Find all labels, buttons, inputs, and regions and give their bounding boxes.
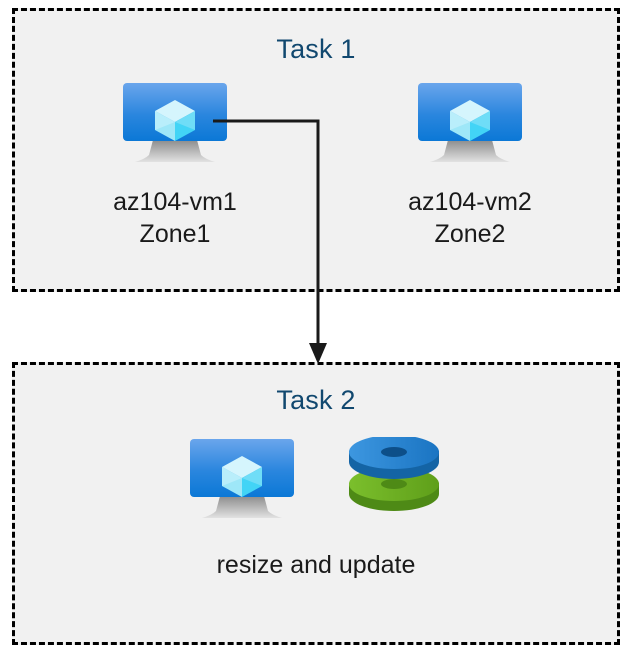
virtual-machine-icon — [123, 83, 227, 168]
task-2-icon-row — [15, 437, 617, 525]
task-2-title: Task 2 — [276, 385, 356, 415]
node-caption: az104-vm1 Zone1 — [113, 188, 237, 248]
node-az104-vm2[interactable]: az104-vm2 Zone2 — [370, 83, 570, 250]
virtual-machine-icon — [418, 83, 522, 168]
task-1-panel: Task 1 — [12, 8, 620, 292]
node-az104-vm1[interactable]: az104-vm1 Zone1 — [75, 83, 275, 250]
task-2-panel: Task 2 — [12, 362, 620, 645]
virtual-machine-icon[interactable] — [190, 438, 294, 524]
task-1-title: Task 1 — [276, 34, 356, 64]
task-2-caption: resize and update — [216, 551, 416, 579]
down-arrow-icon — [309, 343, 327, 364]
node-caption: az104-vm2 Zone2 — [408, 188, 532, 248]
disks-icon[interactable] — [346, 437, 442, 525]
